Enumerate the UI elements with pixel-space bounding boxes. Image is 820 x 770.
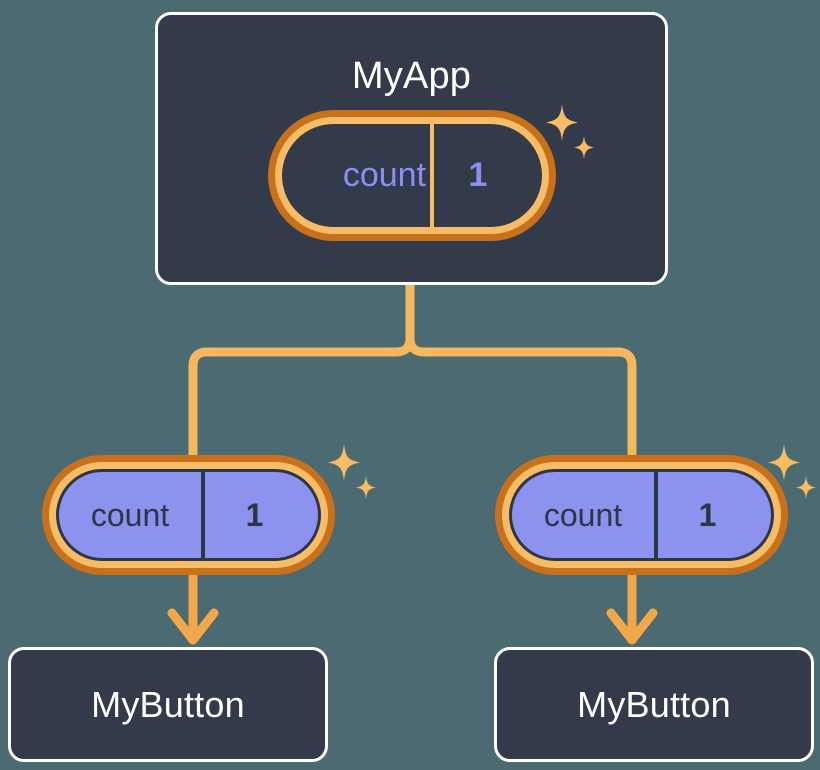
node-mybutton-label: MyButton [91,684,245,725]
state-pill-key: count [543,496,623,533]
state-pill-child-right[interactable]: count 1 [495,455,788,575]
state-pill-value: 1 [245,496,264,533]
node-mybutton-left[interactable]: MyButton [8,647,328,762]
state-pill-value: 1 [698,496,717,533]
sparkle-small [796,476,816,499]
node-mybutton-right[interactable]: MyButton [494,647,814,762]
sparkle-large [328,444,360,481]
connector-left-branch [188,280,415,467]
state-pill-key: count [342,156,426,194]
state-pill-ring: count 1 [275,117,549,234]
state-pill-divider [201,472,205,558]
state-pill-child-left[interactable]: count 1 [42,455,335,575]
sparkle-small [356,476,376,499]
state-pill-body: count 1 [56,469,321,561]
arrow-down-icon-left [167,572,219,645]
state-pill-ring: count 1 [49,462,328,568]
node-mybutton-label: MyButton [577,684,731,725]
connector-right-branch [405,280,637,467]
state-pill-divider [430,124,434,227]
state-pill-root[interactable]: count 1 [268,110,556,241]
state-pill-key: count [90,496,170,533]
state-pill-ring: count 1 [502,462,781,568]
state-pill-body: count 1 [509,469,774,561]
arrow-down-icon-right [606,572,658,645]
state-pill-body: count 1 [282,124,542,227]
state-pill-value: 1 [468,156,488,194]
page-title: MyApp [351,55,472,97]
state-pill-divider [654,472,658,558]
